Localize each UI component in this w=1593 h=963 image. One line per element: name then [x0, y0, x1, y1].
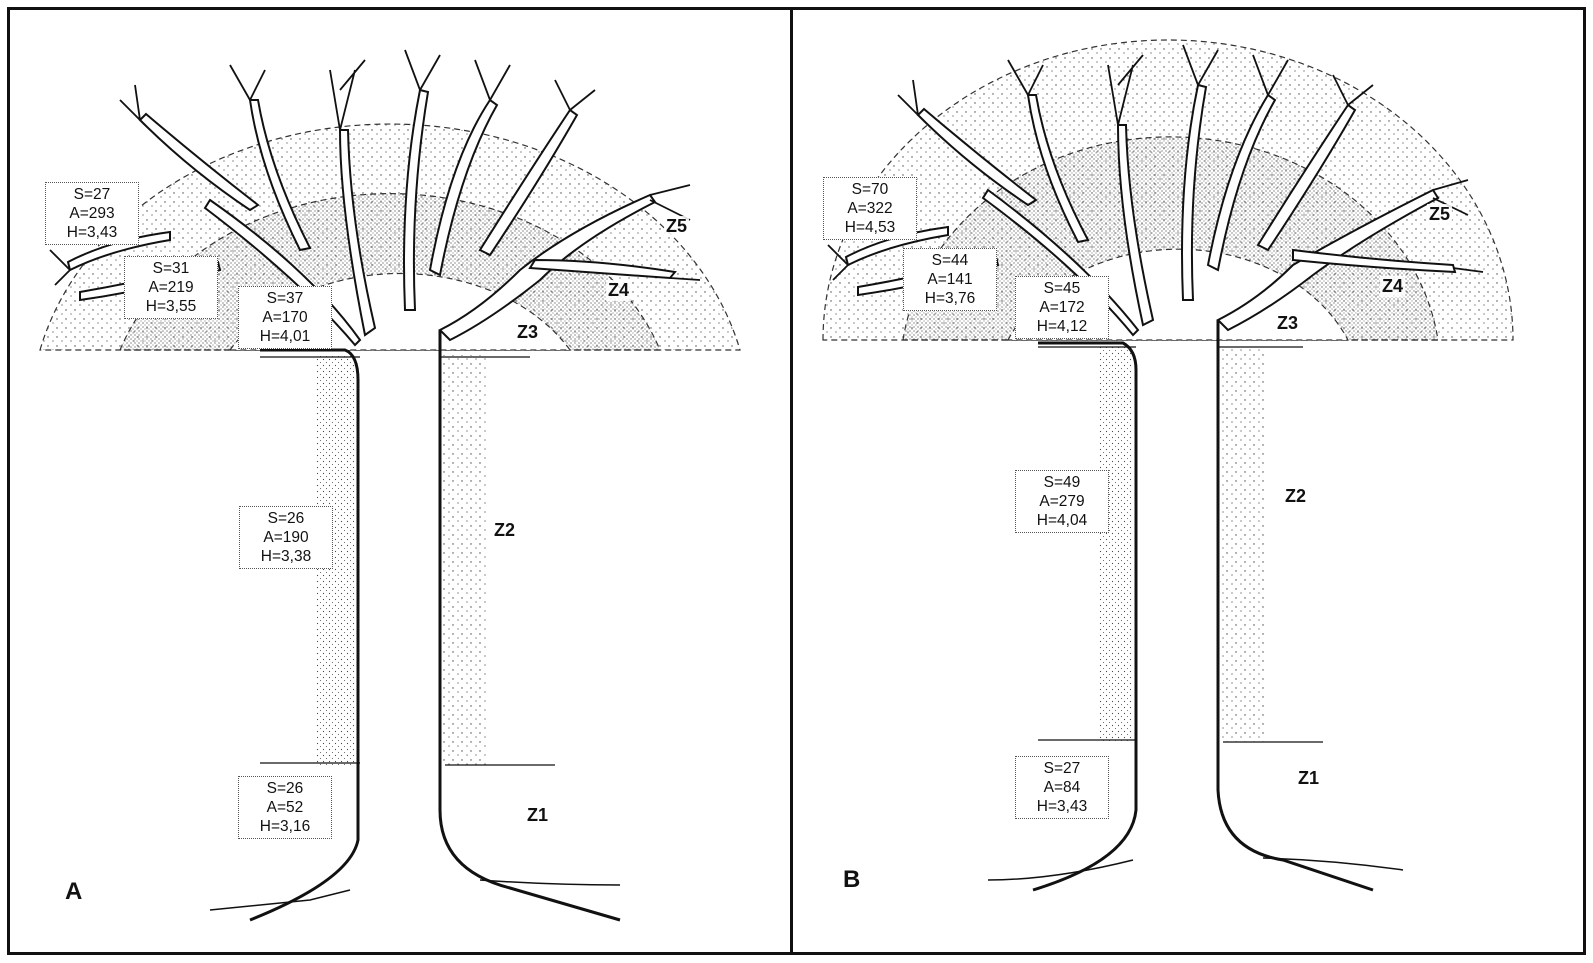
zone-label-z2: Z2 — [492, 520, 517, 541]
stat-box-b-5: S=27 A=84 H=3,43 — [1015, 756, 1109, 819]
stat-box-b-2: S=44 A=141 H=3,76 — [903, 248, 997, 311]
stat-box-a-5: S=26 A=52 H=3,16 — [238, 776, 332, 839]
stat-box-a-1: S=27 A=293 H=3,43 — [45, 182, 139, 245]
stat-a: A=293 — [49, 204, 135, 223]
stat-h: H=4,12 — [1019, 317, 1105, 336]
stat-s: S=26 — [243, 509, 329, 528]
stat-s: S=26 — [242, 779, 328, 798]
stat-box-a-2: S=31 A=219 H=3,55 — [124, 256, 218, 319]
stat-a: A=279 — [1019, 492, 1105, 511]
stat-a: A=84 — [1019, 778, 1105, 797]
stat-h: H=3,16 — [242, 817, 328, 836]
stat-h: H=4,53 — [827, 218, 913, 237]
stat-h: H=4,01 — [242, 327, 328, 346]
stat-s: S=49 — [1019, 473, 1105, 492]
stat-h: H=3,38 — [243, 547, 329, 566]
stat-s: S=44 — [907, 251, 993, 270]
stat-s: S=31 — [128, 259, 214, 278]
stat-box-b-1: S=70 A=322 H=4,53 — [823, 177, 917, 240]
stat-s: S=27 — [1019, 759, 1105, 778]
panel-label-b: B — [843, 866, 860, 894]
zone-label-z5: Z5 — [664, 216, 689, 237]
zone-label-z4: Z4 — [606, 280, 631, 301]
zone-label-z2: Z2 — [1283, 486, 1308, 507]
stat-s: S=70 — [827, 180, 913, 199]
stat-box-a-4: S=26 A=190 H=3,38 — [239, 506, 333, 569]
trunk-right-stipple — [1221, 347, 1266, 742]
zone-label-z3: Z3 — [515, 322, 540, 343]
panel-label-a: A — [65, 878, 82, 906]
stat-a: A=322 — [827, 199, 913, 218]
tree-diagram-b — [793, 10, 1583, 952]
trunk-right-stipple — [443, 355, 488, 765]
zone-label-z1: Z1 — [525, 805, 550, 826]
stat-box-b-4: S=49 A=279 H=4,04 — [1015, 470, 1109, 533]
panel-a: S=27 A=293 H=3,43 S=31 A=219 H=3,55 S=37… — [7, 7, 793, 955]
zone-label-z4: Z4 — [1380, 276, 1405, 297]
stat-s: S=37 — [242, 289, 328, 308]
stat-box-b-3: S=45 A=172 H=4,12 — [1015, 276, 1109, 339]
stat-a: A=190 — [243, 528, 329, 547]
stat-h: H=3,43 — [49, 223, 135, 242]
stat-s: S=27 — [49, 185, 135, 204]
stat-box-a-3: S=37 A=170 H=4,01 — [238, 286, 332, 349]
zone-label-z1: Z1 — [1296, 768, 1321, 789]
stat-h: H=3,43 — [1019, 797, 1105, 816]
zone-label-z3: Z3 — [1275, 313, 1300, 334]
panel-b: S=70 A=322 H=4,53 S=44 A=141 H=3,76 S=45… — [793, 7, 1586, 955]
zone-label-z5: Z5 — [1427, 204, 1452, 225]
stat-h: H=4,04 — [1019, 511, 1105, 530]
stat-h: H=3,55 — [128, 297, 214, 316]
stat-a: A=170 — [242, 308, 328, 327]
stat-a: A=52 — [242, 798, 328, 817]
stat-a: A=141 — [907, 270, 993, 289]
trunk-left-stipple — [1098, 347, 1133, 742]
tree-diagram-a — [10, 10, 790, 952]
stat-a: A=219 — [128, 278, 214, 297]
stat-s: S=45 — [1019, 279, 1105, 298]
root-left — [988, 860, 1133, 880]
stat-h: H=3,76 — [907, 289, 993, 308]
stat-a: A=172 — [1019, 298, 1105, 317]
